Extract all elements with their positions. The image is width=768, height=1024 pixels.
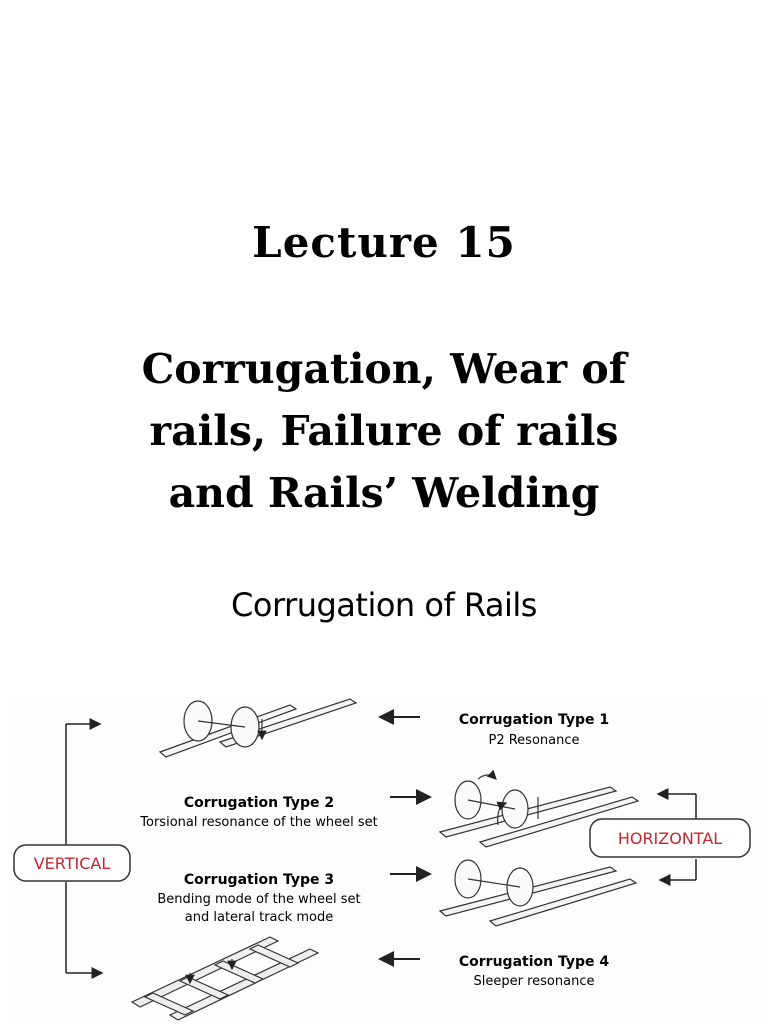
title-line-3: and Rails’ Welding — [168, 469, 600, 517]
type-1-title: Corrugation Type 1 — [459, 712, 609, 728]
vertical-label: VERTICAL — [34, 854, 111, 873]
horizontal-bracket — [656, 788, 697, 886]
sleeper-track-illustration — [130, 936, 320, 1021]
type-3-desc-line-2: and lateral track mode — [185, 910, 333, 925]
type-2-desc: Torsional resonance of the wheel set — [139, 815, 377, 830]
vertical-bracket — [65, 718, 104, 979]
vertical-box: VERTICAL — [13, 844, 131, 882]
type-3-title: Corrugation Type 3 — [184, 872, 334, 888]
type-1-label: Corrugation Type 1 P2 Resonance — [459, 712, 609, 748]
type-4-title: Corrugation Type 4 — [459, 954, 609, 970]
type-4-label: Corrugation Type 4 Sleeper resonance — [459, 954, 609, 989]
wheelset-illustration-2 — [438, 769, 640, 848]
lecture-number: Lecture 15 — [252, 218, 516, 267]
type-3-label: Corrugation Type 3 Bending mode of the w… — [157, 872, 360, 925]
title-line-2: rails, Failure of rails — [149, 407, 619, 455]
wheelset-illustration-1 — [158, 698, 358, 758]
corrugation-diagram: VERTICAL HORIZONTAL — [13, 698, 751, 1021]
slide-subtitle: Corrugation of Rails — [231, 586, 537, 624]
type-2-label: Corrugation Type 2 Torsional resonance o… — [139, 795, 377, 830]
horizontal-label: HORIZONTAL — [618, 829, 722, 848]
type-1-desc: P2 Resonance — [488, 733, 579, 748]
wheelset-illustration-3 — [438, 859, 638, 927]
type-2-title: Corrugation Type 2 — [184, 795, 334, 811]
label-arrows — [378, 709, 432, 967]
title-line-1: Corrugation, Wear of — [141, 345, 627, 393]
corrugation-types-figure: VERTICAL HORIZONTAL — [10, 697, 762, 1024]
slide-title: Corrugation, Wear of rails, Failure of r… — [0, 338, 768, 524]
horizontal-box: HORIZONTAL — [589, 818, 751, 858]
type-3-desc-line-1: Bending mode of the wheel set — [157, 892, 360, 907]
type-4-desc: Sleeper resonance — [474, 974, 595, 989]
